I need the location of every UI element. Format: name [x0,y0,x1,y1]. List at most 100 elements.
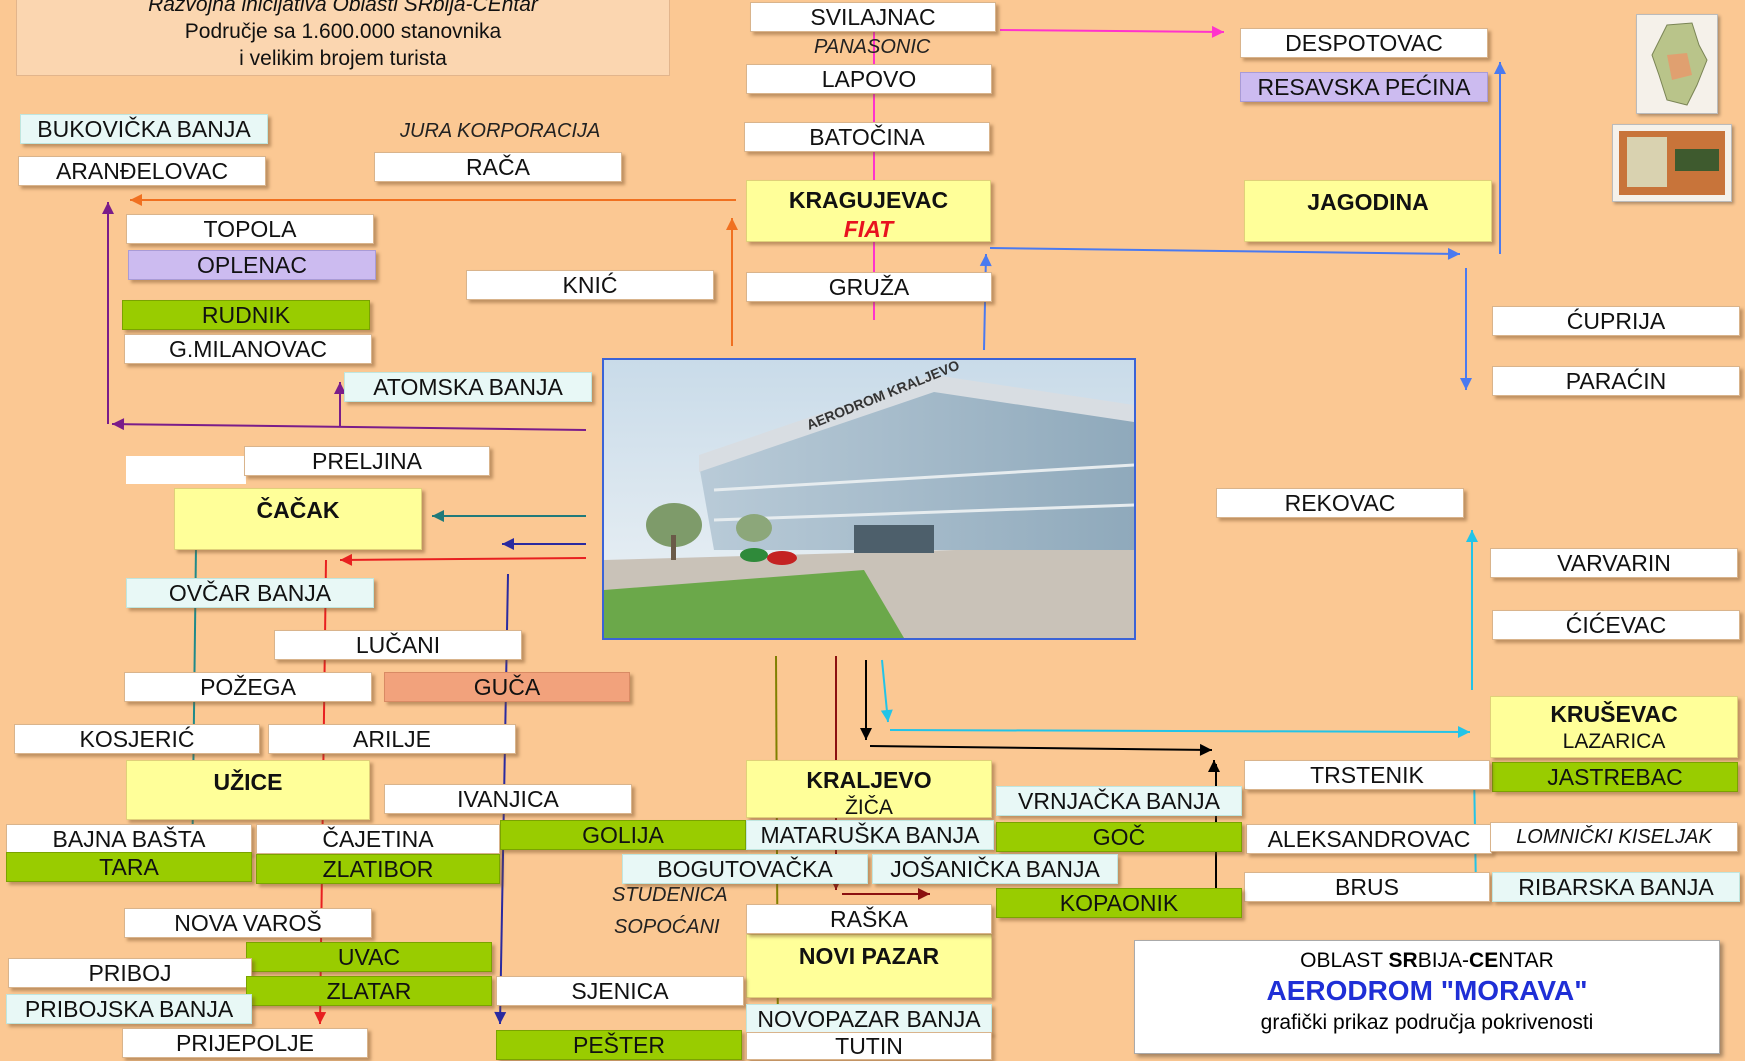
place-cajetina: ČAJETINA [256,824,500,854]
arrow-to-cacak-head [432,510,444,522]
place-lomnicki-kiseljak: LOMNIČKI KISELJAK [1490,822,1738,852]
place-priboj: PRIBOJ [8,958,252,988]
place-pozega: POŽEGA [124,672,372,702]
place-trstenik: TRSTENIK [1244,760,1490,790]
arrow-to-kragujevac-head [726,218,738,230]
place-g-milanovac: G.MILANOVAC [124,334,372,364]
place-rudnik: RUDNIK [122,300,370,330]
legend-region-e: NTAR [1498,949,1554,972]
place-sjenica: SJENICA [496,976,744,1006]
place-zlatibor: ZLATIBOR [256,854,500,884]
place-raca: RAČA [374,152,622,182]
place-brus: BRUS [1244,872,1490,902]
arrow-to-gruza [983,253,987,351]
arrow-to-arandjelovac-up-head [102,202,114,214]
arrow-to-gruza-head [979,254,992,267]
place-topola: TOPOLA [126,214,374,244]
hub-novi-pazar: NOVI PAZAR [746,934,992,998]
airport-image: AERODROM KRALJEVO [602,358,1136,640]
legend-region-c: BIJA- [1417,949,1470,972]
hub-krusevac-name: KRUŠEVAC [1550,701,1678,727]
place-batocina: BATOČINA [744,122,990,152]
hub-kraljevo-sub: ŽIČA [845,796,893,819]
legend-subtitle: grafički prikaz područja pokrivenosti [1260,1011,1594,1034]
legend-region-a: OBLAST [1300,949,1389,972]
place-paracin: PARAĆIN [1492,366,1740,396]
arrow-to-paracin-head [1460,378,1472,390]
arrow-to-despotovac-head [1211,25,1224,38]
legend-region-b: SR [1388,949,1418,972]
place-kosjeric: KOSJERIĆ [14,724,260,754]
hub-krusevac-sub: LAZARICA [1562,730,1666,753]
arrow-stub-head [1208,760,1220,772]
place-raska: RAŠKA [746,904,992,934]
hub-kragujevac: KRAGUJEVAC FIAT [746,180,991,242]
place-nova-varos: NOVA VAROŠ [124,908,372,938]
arrow-to-cacak-blue-head [502,538,514,550]
hub-novi-pazar-name: NOVI PAZAR [798,943,940,969]
place-cuprija: ĆUPRIJA [1492,306,1740,336]
arrow-to-jagodina [989,247,1461,255]
jura-annotation: JURA KORPORACIJA [400,120,601,142]
place-resavska-pecina: RESAVSKA PEĆINA [1240,72,1488,102]
region-map-icon [1619,131,1725,195]
arrow-to-west [111,423,587,431]
place-lapovo: LAPOVO [746,64,992,94]
place-ivanjica: IVANJICA [384,784,632,814]
place-ribarska-banja: RIBARSKA BANJA [1492,872,1740,902]
place-pribojska-banja: PRIBOJSKA BANJA [6,994,252,1024]
place-kopaonik: KOPAONIK [996,888,1242,918]
hub-jagodina-name: JAGODINA [1307,189,1429,215]
hub-kragujevac-name: KRAGUJEVAC [788,187,949,213]
blank-box [126,456,246,484]
place-preljina: PRELJINA [244,446,490,476]
place-aleksandrovac: ALEKSANDROVAC [1246,824,1492,854]
arrow-to-east-black-head [1199,743,1212,756]
header-line-2: Područje sa 1.600.000 stanovnika [184,20,502,43]
hub-jagodina: JAGODINA [1244,180,1492,242]
place-tutin: TUTIN [746,1032,992,1060]
panasonic-annotation: PANASONIC [814,36,931,58]
arrow-to-kraljevo-black-head [860,728,872,740]
serbia-map-icon [1651,22,1708,106]
arrow-to-cacak-red [339,557,587,561]
arrow-to-prijepolje-head [314,1011,327,1024]
hub-kraljevo: KRALJEVO ŽIČA [746,760,992,819]
place-despotovac: DESPOTOVAC [1240,28,1488,58]
place-lucani: LUČANI [274,630,522,660]
hub-kraljevo-name: KRALJEVO [806,767,932,793]
place-bogutovacka: BOGUTOVAČKA [622,854,868,884]
legend-region-d: CE [1469,949,1499,972]
place-atomska-banja: ATOMSKA BANJA [344,372,592,402]
place-josanicka-banja: JOŠANIČKA BANJA [872,854,1118,884]
hub-uzice-name: UŽICE [213,769,283,795]
airport-illustration: AERODROM KRALJEVO [604,360,1134,638]
arrow-to-krusevac [889,729,1471,733]
arrow-to-rekovac-head [1466,530,1478,542]
place-ovcar-banja: OVČAR BANJA [126,578,374,608]
place-vrnjacka-banja: VRNJAČKA BANJA [996,786,1242,816]
studenica-annotation: STUDENICA [612,884,728,906]
hub-uzice: UŽICE [126,760,370,820]
serbia-map-thumbnail [1636,14,1718,114]
arrow-to-sjenica-head [494,1011,507,1024]
place-cicevac: ĆIĆEVAC [1492,610,1740,640]
arrow-to-arandjelovac-head [130,194,142,206]
hub-cacak: ČAČAK [174,488,422,550]
legend-box: OBLAST SRBIJA-CENTAR AERODROM "MORAVA" g… [1134,940,1720,1054]
place-varvarin: VARVARIN [1490,548,1738,578]
place-mataruska-banja: MATARUŠKA BANJA [746,820,994,850]
place-bajna-basta: BAJNA BAŠTA [6,824,252,854]
sopocani-annotation: SOPOĆANI [614,916,720,938]
arrow-to-despotovac [999,29,1225,33]
place-pester: PEŠTER [496,1030,742,1060]
arrow-to-cacak-red-head [340,553,353,566]
place-jastrebac: JASTREBAC [1492,762,1738,792]
place-guca: GUČA [384,672,630,702]
place-arilje: ARILJE [268,724,516,754]
legend-region-line: OBLAST SRBIJA-CENTAR [1135,949,1719,973]
place-arandjelovac: ARANĐELOVAC [18,156,266,186]
place-svilajnac: SVILAJNAC [750,2,996,32]
arrow-to-east-black [869,745,1213,751]
